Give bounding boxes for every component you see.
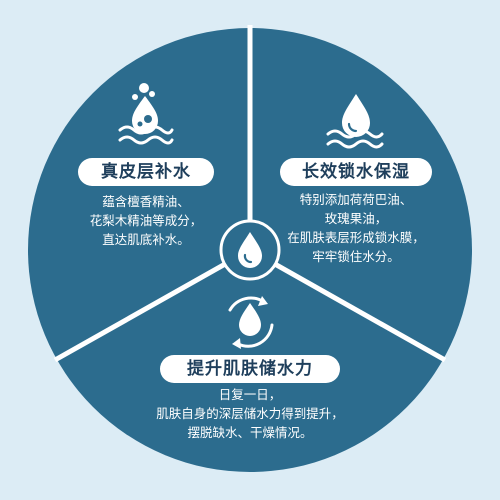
bubbling-drop-on-waves-icon xyxy=(118,83,174,145)
section-title-lock-moisture: 长效锁水保湿 xyxy=(280,158,432,186)
divider-left xyxy=(53,247,252,363)
recycle-drop-icon xyxy=(228,296,274,349)
desc-line: 日复一日， xyxy=(218,387,282,402)
desc-line: 肌肤自身的深层储水力得到提升， xyxy=(156,406,344,421)
desc-line: 在肌肤表层形成锁水膜， xyxy=(287,230,425,245)
water-drop-icon xyxy=(238,232,262,268)
section-title-water-storage: 提升肌肤储水力 xyxy=(160,355,340,383)
desc-line: 牢牢锁住水分。 xyxy=(312,249,400,264)
water-drop-on-waves-icon xyxy=(326,94,384,149)
center-badge xyxy=(219,219,281,281)
section-desc-lock-moisture: 特别添加荷荷巴油、 玫瑰果油， 在肌肤表层形成锁水膜， 牢牢锁住水分。 xyxy=(266,190,446,266)
divider-right xyxy=(248,247,447,363)
desc-line: 摆脱缺水、干燥情况。 xyxy=(187,425,313,440)
section-desc-hydration: 蕴含檀香精油、 花梨木精油等成分， 直达肌底补水。 xyxy=(72,192,220,249)
desc-line: 花梨木精油等成分， xyxy=(89,213,203,228)
desc-line: 蕴含檀香精油、 xyxy=(102,194,190,209)
segment-dividers xyxy=(53,25,447,363)
section-desc-water-storage: 日复一日， 肌肤自身的深层储水力得到提升， 摆脱缺水、干燥情况。 xyxy=(140,385,360,442)
desc-line: 玫瑰果油， xyxy=(324,211,388,226)
desc-line: 特别添加荷荷巴油、 xyxy=(299,192,413,207)
section-title-hydration: 真皮层补水 xyxy=(78,158,214,186)
desc-line: 直达肌底补水。 xyxy=(102,232,190,247)
